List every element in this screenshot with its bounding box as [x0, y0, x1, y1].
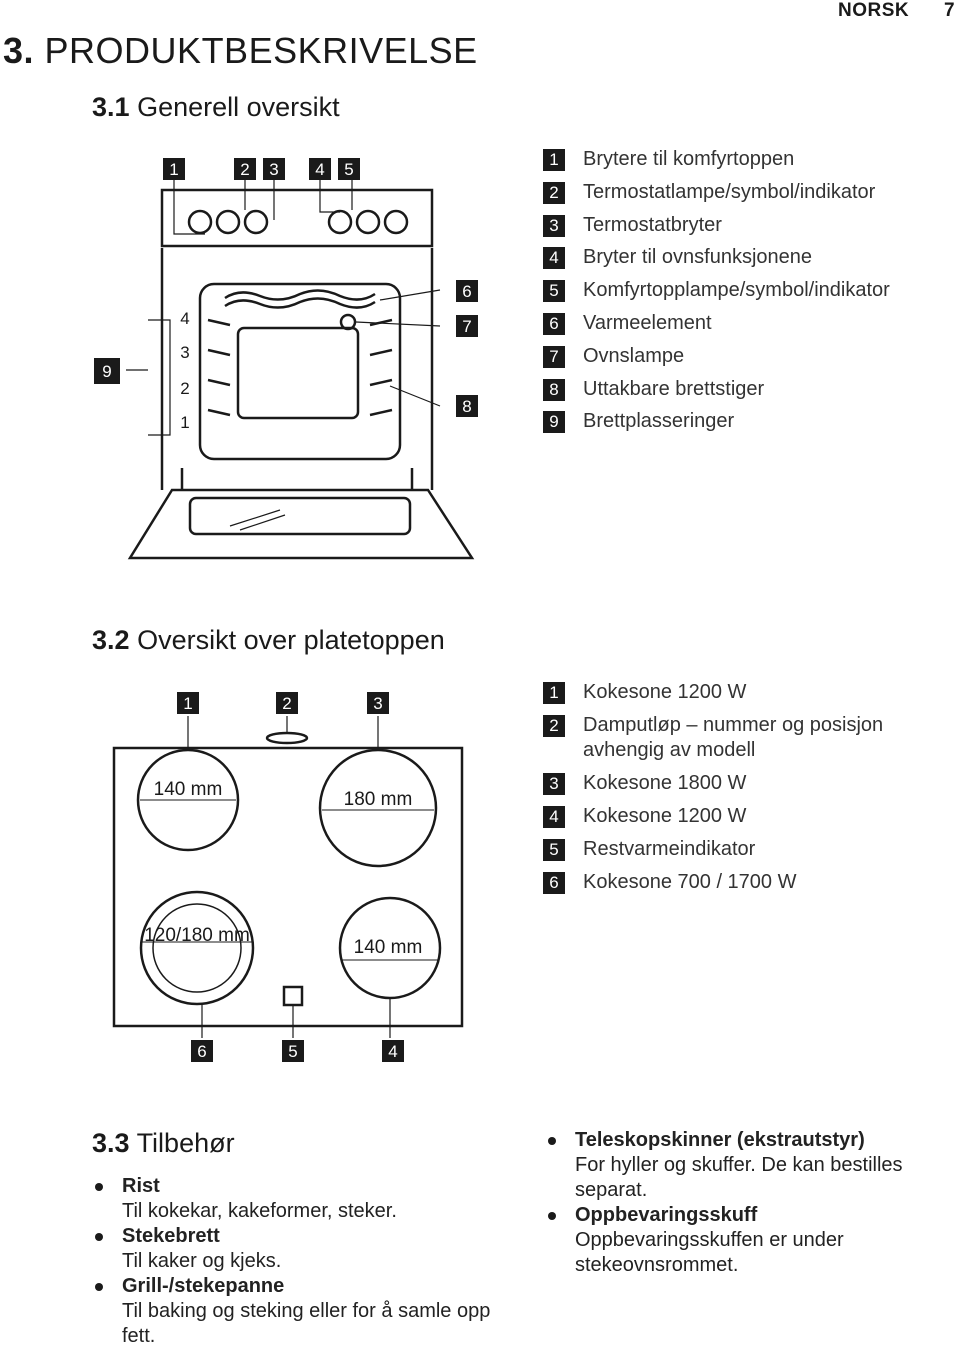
- hob-callout-5-text: 5: [288, 1042, 297, 1061]
- hob-callout-5: [282, 1040, 304, 1062]
- accessories-right: Teleskopskinner (ekstrautstyr)For hyller…: [545, 1128, 945, 1278]
- section-3-1-title: Generell oversikt: [137, 92, 340, 122]
- callout-top-3-text: 3: [269, 160, 278, 179]
- hob-callout-6-text: 6: [197, 1042, 206, 1061]
- callout-top-2-text: 2: [240, 160, 249, 179]
- cooking-zone-6: [139, 890, 255, 1006]
- oven-back-wall: [236, 326, 360, 420]
- callout-right-6-text: 6: [462, 282, 471, 301]
- callout-top-5-text: 5: [344, 160, 353, 179]
- section-3-2-title: Oversikt over platetoppen: [137, 625, 445, 655]
- hob-callout-4: [382, 1040, 404, 1062]
- page-number: 7: [944, 0, 955, 21]
- hob-callout-3: [367, 692, 389, 714]
- door-window: [188, 496, 412, 536]
- control-panel: [160, 188, 434, 248]
- cooking-zone-6-inner: [152, 903, 242, 993]
- hob-diagram: 1 2 3 6 5 4 140 mm 180 mm 120/180 mm 140…: [112, 692, 464, 1062]
- section-3-3-heading: 3.3 Tilbehør: [92, 1128, 235, 1159]
- shelf-runners-right: [369, 318, 393, 417]
- header-language: NORSK: [838, 0, 910, 21]
- callout-top-4-text: 4: [315, 160, 324, 179]
- shelf-position-1: 1: [180, 413, 189, 432]
- hob-callout-2: [276, 692, 298, 714]
- shelf-position-3: 3: [180, 343, 189, 362]
- callout-top-2: [234, 158, 256, 180]
- accessory-item: Teleskopskinner (ekstrautstyr)For hyller…: [545, 1128, 945, 1203]
- zone-4-size: 140 mm: [354, 937, 423, 958]
- section-3-2-number: 3.2: [92, 625, 130, 655]
- callout-right-6: [456, 280, 478, 302]
- knob-4: [327, 209, 353, 235]
- section-3-2-heading: 3.2 Oversikt over platetoppen: [92, 625, 445, 656]
- knob-3: [243, 209, 269, 235]
- knob-2: [215, 209, 241, 235]
- callout-top-1: [163, 158, 185, 180]
- oven-door: [127, 488, 475, 560]
- hob-callout-1-text: 1: [183, 694, 192, 713]
- callout-right-8-text: 8: [462, 397, 471, 416]
- callout-left-9: [94, 358, 120, 384]
- hob-callout-1: [177, 692, 199, 714]
- shelf-position-4: 4: [180, 309, 189, 328]
- steam-outlet: [265, 731, 309, 745]
- oven-lamp: [339, 313, 357, 331]
- zone-3-size: 180 mm: [344, 789, 413, 810]
- residual-heat-indicator: [282, 985, 304, 1007]
- section-3-3-title: Tilbehør: [136, 1128, 235, 1158]
- hob-surface: [112, 746, 464, 1028]
- section-3-3-number: 3.3: [92, 1128, 130, 1158]
- callout-left-9-text: 9: [102, 362, 111, 381]
- section-3-1-number: 3.1: [92, 92, 130, 122]
- oven-cavity: [198, 282, 402, 461]
- oven-diagram: 1 2 3 4 5 6 7 8 9 4 3 2 1: [94, 158, 478, 560]
- callout-top-5: [338, 158, 360, 180]
- zone-1-size: 140 mm: [154, 779, 223, 800]
- callout-right-8: [456, 395, 478, 417]
- callout-right-7-text: 7: [462, 317, 471, 336]
- heating-element: [224, 289, 376, 301]
- knob-1: [187, 209, 213, 235]
- hob-callout-3-text: 3: [373, 694, 382, 713]
- knob-5: [355, 209, 381, 235]
- callout-top-3: [263, 158, 285, 180]
- title-text: PRODUKTBESKRIVELSE: [44, 30, 478, 71]
- page-title: 3. PRODUKTBESKRIVELSE: [3, 30, 478, 72]
- title-number: 3.: [3, 30, 35, 71]
- callout-top-1-text: 1: [169, 160, 178, 179]
- callout-top-4: [309, 158, 331, 180]
- hob-callout-6: [191, 1040, 213, 1062]
- knob-6: [383, 209, 409, 235]
- hob-callout-4-text: 4: [388, 1042, 397, 1061]
- section-3-1-heading: 3.1 Generell oversikt: [92, 92, 340, 123]
- callout-right-7: [456, 315, 478, 337]
- hob-callout-2-text: 2: [282, 694, 291, 713]
- shelf-runners-left: [207, 318, 231, 417]
- zone-6-size: 120/180 mm: [144, 925, 250, 946]
- shelf-position-2: 2: [180, 379, 189, 398]
